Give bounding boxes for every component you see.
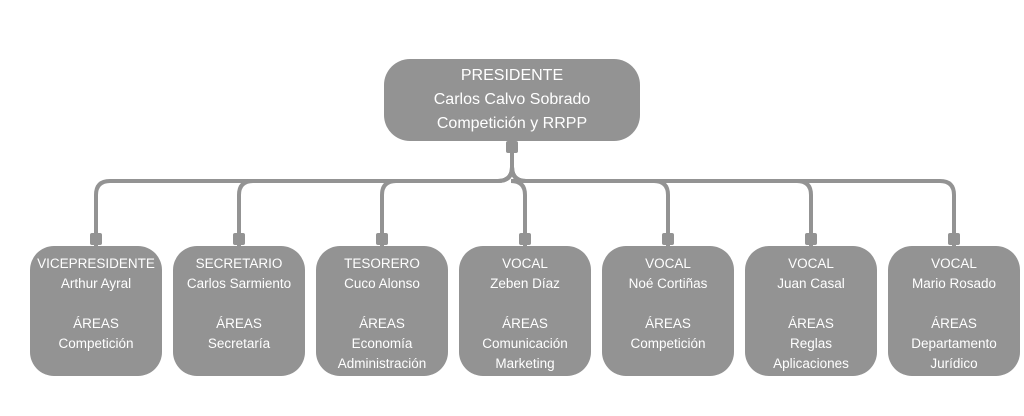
member-name: Noé Cortiñas: [628, 276, 708, 291]
connector-line: [237, 141, 514, 246]
member-area: Jurídico: [930, 356, 978, 371]
member-node-vocal-noe: VOCAL Noé Cortiñas ÁREAS Competición: [602, 246, 734, 376]
member-area: Reglas: [789, 336, 833, 351]
member-node-vocal-mario: VOCAL Mario Rosado ÁREAS Departamento Ju…: [888, 246, 1020, 376]
connector-line: [380, 141, 514, 246]
member-areas-label: ÁREAS: [931, 316, 977, 331]
member-name: Arthur Ayral: [60, 276, 132, 291]
connector-handle: [662, 233, 674, 245]
member-area: Comunicación: [482, 336, 568, 351]
member-area: Administración: [337, 356, 427, 371]
president-node: PRESIDENTE Carlos Calvo Sobrado Competic…: [384, 59, 640, 141]
member-area: Aplicaciones: [773, 356, 849, 371]
member-area: Competición: [630, 336, 706, 351]
connector-line: [94, 141, 514, 246]
president-name: Carlos Calvo Sobrado: [433, 91, 591, 108]
connector-line: [510, 141, 813, 246]
president-role: PRESIDENTE: [460, 67, 564, 84]
member-area: Marketing: [495, 356, 555, 371]
connector-handle: [805, 233, 817, 245]
member-name: Cuco Alonso: [344, 276, 420, 291]
member-areas-label: ÁREAS: [359, 316, 405, 331]
connector-handle: [506, 141, 518, 153]
connector-handle: [90, 233, 102, 245]
connector-handle: [376, 233, 388, 245]
member-area: Departamento: [911, 336, 997, 351]
member-role: TESORERO: [344, 256, 420, 271]
member-role: VOCAL: [502, 256, 548, 271]
member-node-tesorero: TESORERO Cuco Alonso ÁREAS Economía Admi…: [316, 246, 448, 376]
member-node-secretario: SECRETARIO Carlos Sarmiento ÁREAS Secret…: [173, 246, 305, 376]
member-name: Carlos Sarmiento: [186, 276, 292, 291]
member-node-vicepresidente: VICEPRESIDENTE Arthur Ayral ÁREAS Compet…: [30, 246, 162, 376]
connector-handle: [948, 233, 960, 245]
connector-line: [510, 141, 670, 246]
member-node-vocal-zeben: VOCAL Zeben Díaz ÁREAS Comunicación Mark…: [459, 246, 591, 376]
member-role: VICEPRESIDENTE: [37, 256, 155, 271]
president-area: Competición y RRPP: [436, 115, 588, 132]
connector-handle: [233, 233, 245, 245]
member-areas-label: ÁREAS: [73, 316, 119, 331]
member-name: Mario Rosado: [911, 276, 997, 291]
member-role: VOCAL: [645, 256, 691, 271]
member-area: Competición: [58, 336, 134, 351]
member-areas-label: ÁREAS: [645, 316, 691, 331]
connector-line: [510, 141, 956, 246]
member-area: Economía: [351, 336, 413, 351]
member-area: Secretaría: [207, 336, 271, 351]
member-areas-label: ÁREAS: [216, 316, 262, 331]
member-node-vocal-juan: VOCAL Juan Casal ÁREAS Reglas Aplicacion…: [745, 246, 877, 376]
member-name: Juan Casal: [777, 276, 845, 291]
member-role: SECRETARIO: [195, 256, 283, 271]
member-areas-label: ÁREAS: [788, 316, 834, 331]
member-role: VOCAL: [788, 256, 834, 271]
member-role: VOCAL: [931, 256, 977, 271]
connector-handle: [519, 233, 531, 245]
member-areas-label: ÁREAS: [502, 316, 548, 331]
member-name: Zeben Díaz: [490, 276, 560, 291]
